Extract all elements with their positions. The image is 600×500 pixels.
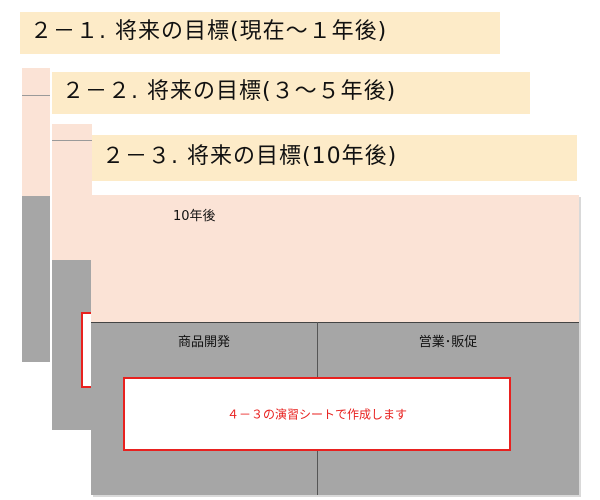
column-header-product: 商品開発: [177, 335, 230, 350]
slide-2-divider: [52, 140, 92, 141]
slide-1-pink-area: [22, 68, 50, 196]
slide-1-gray-area: [22, 196, 50, 362]
slide-1-divider: [22, 95, 50, 96]
slide-3-body: 10年後 商品開発 営業･販促 ４－３の演習シートで作成します: [91, 195, 579, 495]
column-header-sales: 営業･販促: [418, 335, 478, 350]
slide-3-title: ２－３. 将来の目標(10年後): [92, 135, 577, 181]
slide-2-title: ２－２. 将来の目標(３～５年後): [52, 72, 530, 114]
year-label: 10年後: [173, 209, 216, 224]
note-text: ４－３の演習シートで作成します: [226, 407, 407, 422]
note-box: ４－３の演習シートで作成します: [123, 377, 511, 451]
front-pink-area: [91, 195, 579, 322]
slide-1-title: ２－１. 将来の目標(現在～１年後): [20, 12, 500, 54]
gray-top-border: [91, 322, 579, 323]
slide-2-pink-area: [52, 124, 92, 260]
